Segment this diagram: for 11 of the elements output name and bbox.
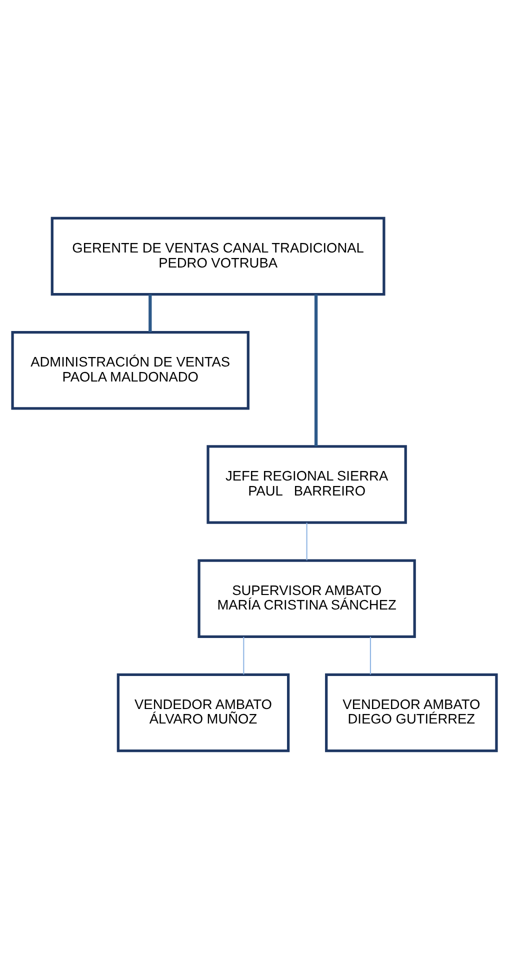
node-box: SUPERVISOR AMBATO MARÍA CRISTINA SÁNCHEZ [198, 558, 416, 638]
node-box: VENDEDOR AMBATO ÁLVARO MUÑOZ [116, 672, 290, 752]
node-box: ADMINISTRACIÓN DE VENTAS PAOLA MALDONADO [11, 330, 250, 410]
connector [243, 636, 244, 674]
connector [370, 636, 371, 674]
connector [148, 294, 152, 332]
connector [314, 294, 318, 446]
node-box: VENDEDOR AMBATO DIEGO GUTIÉRREZ [325, 672, 498, 752]
node-box: JEFE REGIONAL SIERRA PAUL BARREIRO [206, 444, 407, 524]
node-box: GERENTE DE VENTAS CANAL TRADICIONAL PEDRO VOTRUBA [50, 216, 386, 296]
connector [306, 522, 308, 560]
